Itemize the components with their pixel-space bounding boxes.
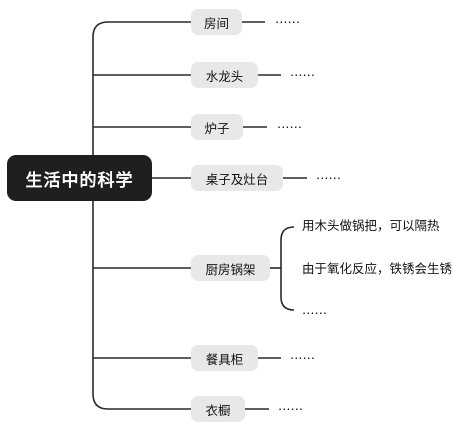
branch-node-6[interactable]: 餐具柜 [191,345,258,371]
branch-node-2[interactable]: 水龙头 [191,62,258,88]
sub-trunk [280,226,295,311]
branch-label: 炉子 [204,120,230,136]
main-trunk [92,21,109,410]
root-node[interactable]: 生活中的科学 [7,155,152,201]
leaf-text: …… [277,116,302,131]
branch-node-3[interactable]: 炉子 [191,114,243,140]
root-label: 生活中的科学 [25,170,134,191]
branch-label: 衣橱 [205,402,231,418]
branch-label: 房间 [203,15,229,31]
branch-label: 餐具柜 [205,351,244,367]
leaf-text: 用木头做锅把，可以隔热 [302,218,440,233]
leaf-text: 由于氧化反应，铁锈会生锈 [302,261,453,276]
branch-node-5[interactable]: 厨房锅架 [191,255,270,281]
leaf-text: …… [290,347,315,362]
branch-node-1[interactable]: 房间 [191,9,242,35]
leaf-text: …… [275,11,300,26]
leaf-text: …… [290,64,315,79]
branch-label: 水龙头 [205,68,244,84]
branch-label: 桌子及灶台 [205,171,269,187]
leaf-text: …… [316,167,341,182]
branch-node-4[interactable]: 桌子及灶台 [191,165,283,191]
leaf-text: …… [302,302,327,317]
branch-label: 厨房锅架 [205,261,256,277]
leaf-text: …… [278,398,303,413]
branch-node-7[interactable]: 衣橱 [191,396,245,422]
